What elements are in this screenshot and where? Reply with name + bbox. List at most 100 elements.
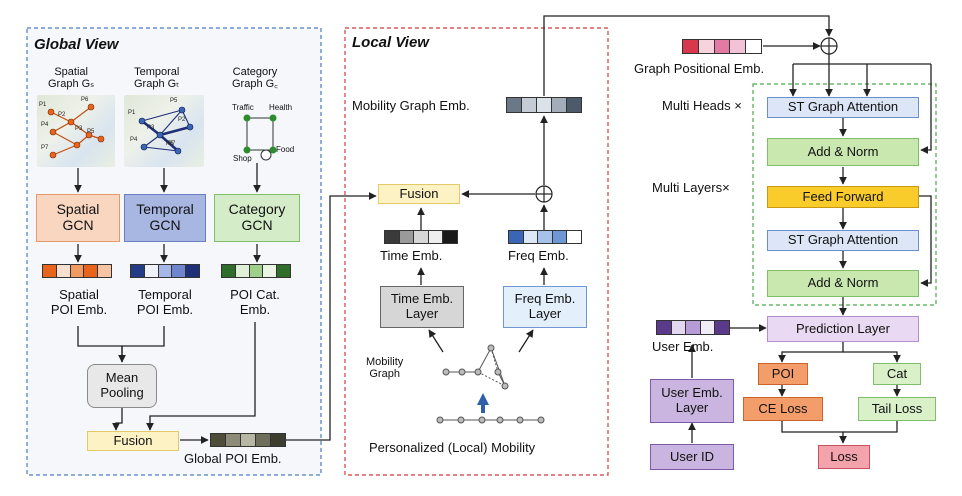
strip-cell xyxy=(567,231,581,243)
strip-cell xyxy=(98,265,111,277)
local-fusion-box: Fusion xyxy=(378,184,460,204)
strip-cell xyxy=(552,98,567,112)
graph-node-label: P1 xyxy=(39,102,47,108)
strip-cell xyxy=(443,231,457,243)
local-view-title: Local View xyxy=(352,34,429,51)
strip-cell xyxy=(385,231,400,243)
add-norm-box-2: Add & Norm xyxy=(767,270,919,297)
category-emb-strip xyxy=(221,264,291,278)
mobility-graph-label: Mobility Graph xyxy=(366,356,404,381)
strip-cell xyxy=(186,265,199,277)
personalized-mobility-label: Personalized (Local) Mobility xyxy=(369,440,536,455)
spatial-gcn-box: Spatial GCN xyxy=(36,194,120,242)
mobility-graph-emb-strip xyxy=(506,97,582,113)
strip-cell xyxy=(567,98,581,112)
spatial-poi-emb-label: Spatial POI Emb. xyxy=(50,287,108,317)
graph-node-label: P2 xyxy=(178,117,186,123)
traffic-node-label: Traffic xyxy=(232,103,254,112)
strip-cell xyxy=(43,265,57,277)
global-poi-emb-strip xyxy=(210,433,286,447)
strip-cell xyxy=(746,40,761,53)
category-graph xyxy=(243,114,277,161)
st-graph-attention-box-2: ST Graph Attention xyxy=(767,230,919,251)
strip-cell xyxy=(226,434,241,446)
time-emb-strip xyxy=(384,230,458,244)
temporal-gcn-box: Temporal GCN xyxy=(124,194,206,242)
graph-node-label: P1 xyxy=(128,110,136,116)
graph-node-label: P4 xyxy=(130,137,138,143)
spatial-emb-strip xyxy=(42,264,112,278)
strip-cell xyxy=(399,231,415,243)
loss-box: Loss xyxy=(818,445,870,469)
mean-pooling-box: Mean Pooling xyxy=(87,364,157,408)
multi-layers-panel xyxy=(752,83,937,306)
strip-cell xyxy=(700,321,716,334)
time-emb-layer-box: Time Emb. Layer xyxy=(380,286,464,328)
add-norm-box-1: Add & Norm xyxy=(767,138,919,166)
mobility-graph-drawing xyxy=(436,344,545,424)
spatial-graph-label: Spatial Graph Gₛ xyxy=(48,66,95,91)
strip-cell xyxy=(70,265,85,277)
strip-cell xyxy=(507,98,522,112)
strip-cell xyxy=(144,265,159,277)
strip-cell xyxy=(235,265,250,277)
strip-cell xyxy=(263,265,278,277)
user-emb-label: User Emb. xyxy=(652,339,714,354)
strip-cell xyxy=(271,434,285,446)
strip-cell xyxy=(428,231,444,243)
ce-loss-box: CE Loss xyxy=(743,397,823,421)
strip-cell xyxy=(211,434,226,446)
graph-node-label: P4 xyxy=(41,122,49,128)
strip-cell xyxy=(552,231,568,243)
strip-cell xyxy=(131,265,145,277)
freq-emb-label: Freq Emb. xyxy=(508,248,569,263)
global-fusion-box: Fusion xyxy=(87,431,179,451)
user-id-box: User ID xyxy=(650,444,734,470)
strip-cell xyxy=(56,265,71,277)
strip-cell xyxy=(509,231,524,243)
prediction-layer-box: Prediction Layer xyxy=(767,316,919,342)
strip-cell xyxy=(414,231,429,243)
strip-cell xyxy=(683,40,699,53)
graph-node-label: P6 xyxy=(81,97,89,103)
strip-cell xyxy=(249,265,264,277)
user-emb-layer-box: User Emb. Layer xyxy=(650,379,734,423)
strip-cell xyxy=(715,321,729,334)
tail-loss-box: Tail Loss xyxy=(858,397,936,421)
category-graph-label: Category Graph G꜀ xyxy=(232,66,278,91)
strip-cell xyxy=(698,40,715,53)
temporal-poi-emb-label: Temporal POI Emb. xyxy=(136,287,194,317)
strip-cell xyxy=(222,265,236,277)
graph-node-label: P5 xyxy=(170,98,178,104)
local-view-panel xyxy=(344,27,609,476)
strip-cell xyxy=(671,321,687,334)
graph-node-label: P6 xyxy=(166,141,174,147)
graph-node-label: P2 xyxy=(58,112,66,118)
strip-cell xyxy=(523,231,539,243)
mobility-graph-emb-label: Mobility Graph Emb. xyxy=(352,98,470,113)
graph-node-label: P7 xyxy=(41,145,49,151)
freq-emb-strip xyxy=(508,230,582,244)
strip-cell xyxy=(522,98,537,112)
health-node-label: Health xyxy=(269,103,293,112)
poi-cat-emb-label: POI Cat. Emb. xyxy=(230,287,280,317)
strip-cell xyxy=(538,231,553,243)
graph-node-label: P7 xyxy=(168,141,176,147)
category-gcn-box: Category GCN xyxy=(214,194,300,242)
strip-cell xyxy=(657,321,672,334)
multi-layers-label: Multi Layers× xyxy=(652,180,730,195)
time-emb-label: Time Emb. xyxy=(380,248,443,263)
strip-cell xyxy=(241,434,256,446)
graph-node-label: P3 xyxy=(75,126,83,132)
strip-cell xyxy=(277,265,290,277)
shop-node-label: Shop xyxy=(233,154,252,163)
strip-cell xyxy=(256,434,271,446)
graph-node-label: P5 xyxy=(87,129,95,135)
temporal-emb-strip xyxy=(130,264,200,278)
poi-box: POI xyxy=(758,363,808,385)
temporal-graph-label: Temporal Graph Gₜ xyxy=(134,66,180,91)
